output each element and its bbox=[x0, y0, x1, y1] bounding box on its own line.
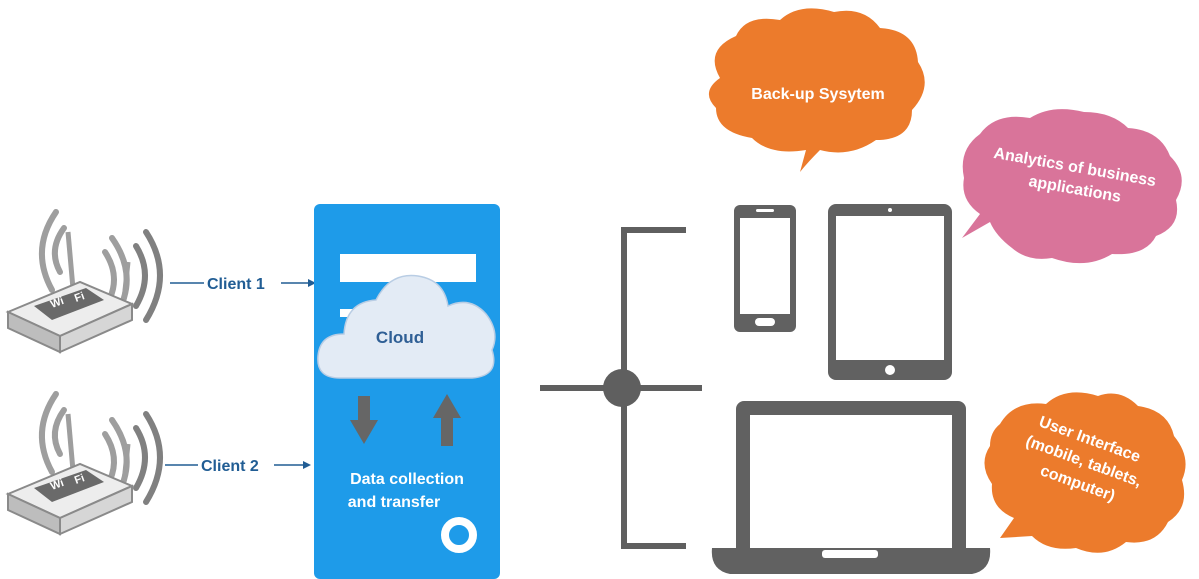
wifi-logo-text-2: Fi bbox=[73, 290, 86, 305]
cloud-server-panel: Cloud Data collection and transfer bbox=[314, 204, 500, 579]
backup-system-bubble: Back-up Sysytem bbox=[708, 8, 925, 172]
cloud-icon: Cloud bbox=[317, 274, 496, 379]
arrow-up-icon bbox=[433, 394, 461, 446]
server-caption-line-1: Data collection bbox=[350, 471, 464, 488]
hub-node bbox=[603, 369, 641, 407]
arrow-right-icon bbox=[303, 461, 311, 469]
wifi-logo-text-2: Fi bbox=[73, 472, 86, 487]
router-body: Wi Fi bbox=[5, 462, 135, 536]
server-caption-line-2: and transfer bbox=[348, 494, 440, 511]
user-interface-bubble: User Interface (mobile, tablets, compute… bbox=[984, 392, 1186, 553]
client-1-label: Client 1 bbox=[207, 276, 265, 293]
client-1-connector: Client 1 bbox=[170, 276, 316, 293]
laptop-icon bbox=[711, 401, 991, 574]
wifi-router-1: Wi Fi bbox=[5, 209, 163, 354]
arrow-down-icon bbox=[350, 396, 378, 444]
wifi-router-2: Wi Fi bbox=[5, 391, 163, 536]
backup-system-text: Back-up Sysytem bbox=[751, 86, 884, 103]
ring-icon bbox=[441, 517, 477, 553]
cloud-label: Cloud bbox=[376, 328, 424, 347]
arrow-right-icon bbox=[308, 279, 316, 287]
smartphone-icon bbox=[734, 205, 796, 332]
client-2-label: Client 2 bbox=[201, 458, 259, 475]
tablet-icon bbox=[828, 204, 952, 380]
client-2-connector: Client 2 bbox=[165, 458, 311, 475]
wifi-logo-text: Wi bbox=[49, 295, 66, 311]
analytics-bubble: Analytics of business applications bbox=[962, 109, 1182, 264]
wifi-logo-text: Wi bbox=[49, 477, 66, 493]
router-body: Wi Fi bbox=[5, 280, 135, 354]
